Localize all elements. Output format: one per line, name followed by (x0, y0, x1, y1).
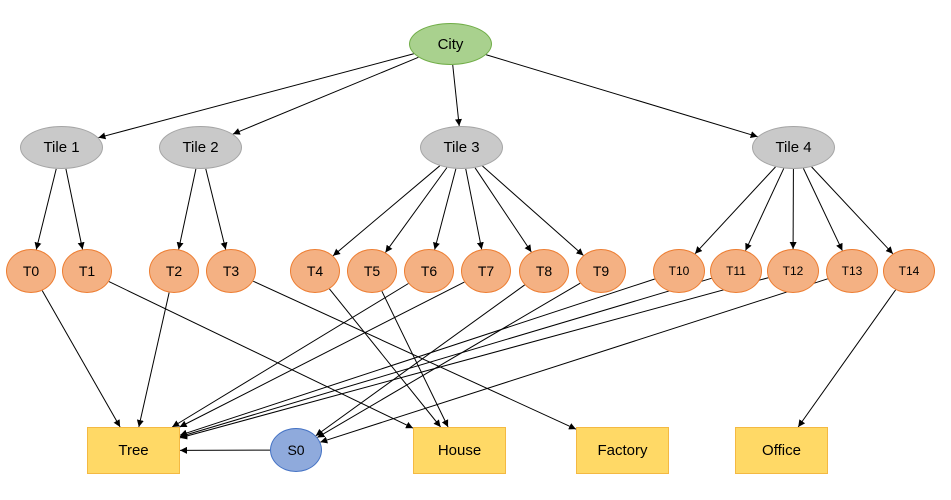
edge-city-to-tile1 (98, 53, 414, 140)
node-t12: T12 (767, 249, 819, 293)
node-t3: T3 (206, 249, 256, 293)
edge-t13-to-s0 (320, 278, 828, 444)
node-office: Office (735, 427, 828, 474)
node-t8: T8 (519, 249, 569, 293)
edge-tile4-to-t11 (745, 168, 785, 251)
node-t11: T11 (710, 249, 762, 293)
edge-t9-to-s0 (317, 282, 581, 438)
edge-tile4-to-t13 (802, 168, 843, 251)
edge-t7-to-tree (179, 281, 465, 428)
node-tree: Tree (87, 427, 180, 474)
node-t7: T7 (461, 249, 511, 293)
edge-tile3-to-t5 (385, 167, 448, 253)
node-factory: Factory (576, 427, 669, 474)
node-s0: S0 (270, 428, 322, 472)
node-t4: T4 (290, 249, 340, 293)
edge-t14-to-office (797, 289, 897, 428)
edge-city-to-tile3 (452, 64, 462, 127)
node-t6: T6 (404, 249, 454, 293)
node-tile-1: Tile 1 (20, 126, 103, 169)
edge-tile2-to-t2 (176, 168, 197, 250)
node-house: House (413, 427, 506, 474)
edge-t1-to-house (108, 281, 414, 429)
node-t1: T1 (62, 249, 112, 293)
node-t10: T10 (653, 249, 705, 293)
edge-t8-to-s0 (315, 284, 525, 437)
edge-t4-to-house (329, 288, 441, 428)
edge-tile4-to-t10 (694, 166, 776, 255)
edge-t2-to-tree (136, 292, 170, 428)
node-t2: T2 (149, 249, 199, 293)
node-t9: T9 (576, 249, 626, 293)
edge-tile1-to-t0 (34, 168, 57, 250)
node-t13: T13 (826, 249, 878, 293)
edge-tile3-to-t9 (482, 165, 584, 256)
edge-tile1-to-t1 (65, 168, 85, 250)
node-t0: T0 (6, 249, 56, 293)
edge-t6-to-tree (171, 283, 409, 428)
edge-tile4-to-t14 (811, 166, 894, 255)
node-tile-3: Tile 3 (420, 126, 503, 169)
edge-t3-to-factory (252, 280, 577, 430)
edge-t0-to-tree (41, 290, 121, 428)
edge-t11-to-tree (179, 277, 712, 439)
edge-tile3-to-t7 (465, 168, 484, 250)
edge-t12-to-tree (179, 277, 769, 440)
edge-tile3-to-t4 (332, 165, 441, 257)
node-t14: T14 (883, 249, 935, 293)
node-tile-2: Tile 2 (159, 126, 242, 169)
edge-tile3-to-t6 (433, 168, 457, 250)
edge-tile2-to-t3 (205, 168, 228, 250)
node-t5: T5 (347, 249, 397, 293)
edge-t5-to-house (381, 290, 449, 428)
node-tile-4: Tile 4 (752, 126, 835, 169)
edge-tile3-to-t8 (474, 167, 532, 253)
edge-city-to-tile2 (232, 56, 419, 135)
edge-city-to-tile4 (485, 54, 758, 139)
edge-t10-to-tree (179, 278, 655, 437)
node-city: City (409, 23, 492, 65)
